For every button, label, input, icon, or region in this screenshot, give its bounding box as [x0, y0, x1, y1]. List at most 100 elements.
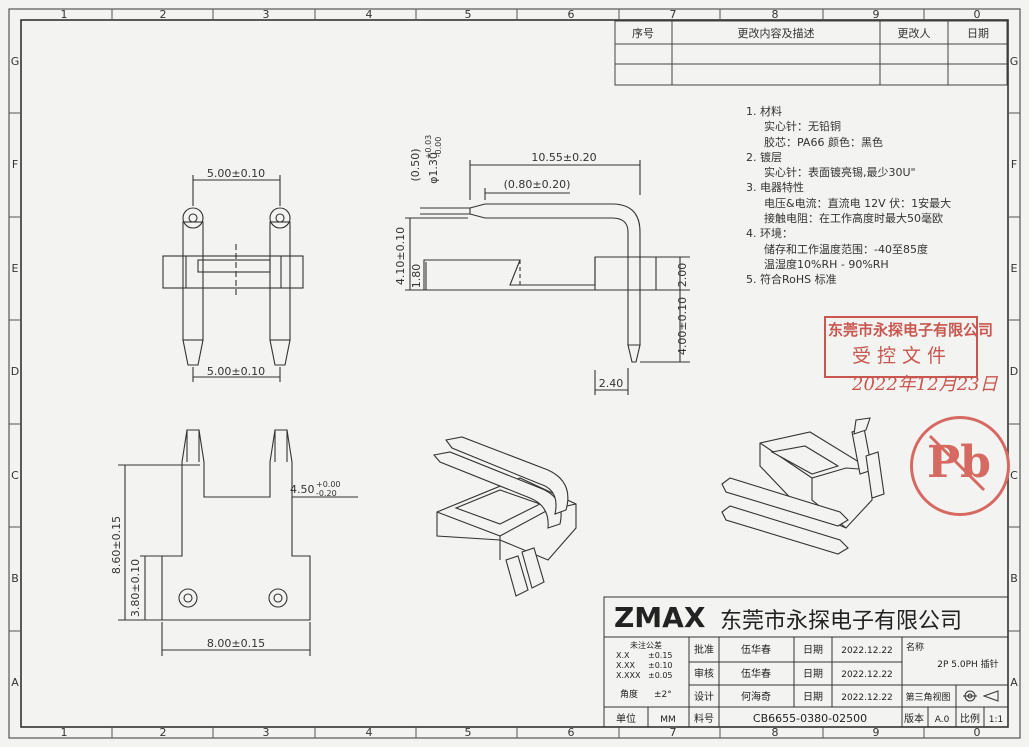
- design-label: 设计: [694, 690, 714, 703]
- col-label-top: 8: [772, 8, 779, 21]
- row-label-right: G: [1010, 55, 1019, 68]
- col-label-top: 1: [61, 8, 68, 21]
- row-label-left: F: [12, 158, 18, 171]
- note-line: 胶芯：PA66 颜色：黑色: [764, 135, 883, 149]
- note-line: 1. 材料: [746, 105, 782, 118]
- dim-side-h3: 2.00: [676, 263, 689, 288]
- tol-key: X.XX: [616, 661, 636, 670]
- stamp-company: 东莞市永探电子有限公司: [828, 321, 994, 339]
- dim-side-h4: 4.00±0.10: [676, 297, 689, 355]
- dim-side-dia-tol-dn: -0.00: [434, 137, 443, 158]
- scale-label: 比例: [960, 712, 980, 725]
- approve-label: 批准: [694, 643, 714, 656]
- brand-logo-text: ZMAX: [614, 601, 706, 634]
- unit-value: MM: [660, 715, 676, 725]
- row-label-right: B: [1010, 572, 1018, 585]
- rev-header-person: 更改人: [898, 26, 931, 40]
- row-label-left: G: [11, 55, 20, 68]
- dim-side-h2: 1.80: [410, 264, 423, 289]
- stamp-border: [824, 316, 978, 378]
- row-label-right: D: [1010, 365, 1018, 378]
- col-label-bottom: 6: [568, 726, 575, 739]
- date-label: 日期: [803, 644, 823, 656]
- outer-frame: [8, 8, 1021, 739]
- col-label-bottom: 8: [772, 726, 779, 739]
- col-label-bottom: 3: [263, 726, 270, 739]
- col-label-top: 7: [670, 8, 677, 21]
- note-line: 电压&电流：直流电 12V 伏：1安最大: [764, 196, 952, 210]
- front-view: [162, 175, 304, 382]
- row-label-left: B: [11, 572, 19, 585]
- note-line: 储存和工作温度范围：-40至85度: [764, 242, 928, 256]
- dim-side-paren: (0.50): [409, 148, 422, 181]
- row-label-left: C: [11, 469, 19, 482]
- dim-bottom-pin-tol-dn: -0.20: [316, 489, 337, 498]
- dim-front-top: 5.00±0.10: [207, 167, 265, 180]
- rev-header-date: 日期: [967, 27, 989, 40]
- rev-header-desc: 更改内容及描述: [738, 26, 815, 40]
- title-block: [603, 596, 1009, 728]
- column-ticks: [9, 9, 1020, 738]
- part-label: 料号: [694, 712, 714, 725]
- tolerance-title: 未注公差: [630, 640, 662, 650]
- date-check: 2022.12.22: [841, 670, 893, 680]
- tol-val: ±0.10: [648, 661, 673, 670]
- row-label-left: E: [12, 262, 19, 275]
- dim-bottom-w: 8.00±0.15: [207, 637, 265, 650]
- tol-val: ±0.05: [648, 671, 673, 680]
- unit-label: 单位: [616, 712, 636, 725]
- iso-view-left: [432, 436, 577, 597]
- scale-value: 1:1: [989, 715, 1003, 725]
- stamp-date: 2022年12月23日: [852, 374, 998, 395]
- date-design: 2022.12.22: [841, 693, 893, 703]
- rev-label: 版本: [904, 712, 924, 725]
- tol-key: X.XXX: [616, 671, 641, 680]
- dim-bottom-pin-tol-up: +0.00: [316, 480, 341, 489]
- company-name: 东莞市永探电子有限公司: [720, 609, 962, 634]
- row-label-right: A: [1010, 676, 1018, 689]
- col-label-bottom: 0: [974, 726, 981, 739]
- dim-side-offset: (0.80±0.20): [504, 178, 571, 191]
- stamp-title: 受控文件: [852, 345, 953, 367]
- tol-val: ±0.15: [648, 651, 673, 660]
- row-label-right: F: [1011, 158, 1017, 171]
- col-label-bottom: 2: [160, 726, 167, 739]
- col-label-bottom: 5: [465, 726, 472, 739]
- row-label-left: A: [11, 676, 19, 689]
- note-line: 实心针：表面镀亮锡,最少30U": [764, 166, 916, 180]
- date-label: 日期: [803, 668, 823, 680]
- check-name: 伍华春: [741, 667, 771, 680]
- dim-side-w: 2.40: [599, 377, 624, 390]
- date-approve: 2022.12.22: [841, 646, 893, 656]
- col-label-top: 5: [465, 8, 472, 21]
- note-line: 4. 环境：: [746, 227, 793, 241]
- name-value: 2P 5.0PH 插针: [937, 658, 998, 670]
- date-label: 日期: [803, 691, 823, 703]
- dim-bottom-h1: 8.60±0.15: [110, 516, 123, 574]
- dim-side-dia: φ1.30: [427, 152, 440, 184]
- angle-value: ±2°: [654, 690, 672, 700]
- col-label-top: 9: [873, 8, 880, 21]
- controlled-document-stamp: 东莞市永探电子有限公司 受控文件 2022年12月23日: [824, 316, 998, 400]
- name-label: 名称: [906, 641, 924, 653]
- col-label-top: 3: [263, 8, 270, 21]
- dim-side-h1: 4.10±0.10: [394, 227, 407, 285]
- bottom-view: [118, 429, 358, 656]
- revision-table: [614, 20, 1008, 86]
- pb-free-mark-icon: Pb: [910, 416, 1010, 516]
- note-line: 5. 符合RoHS 标准: [746, 273, 837, 287]
- view-label: 第三角视图: [905, 691, 950, 703]
- rev-value: A.0: [935, 715, 950, 725]
- note-line: 接触电阻：在工作高度时最大50毫欧: [764, 212, 943, 226]
- note-line: 2. 镀层: [746, 150, 782, 164]
- col-label-top: 6: [568, 8, 575, 21]
- note-line: 温湿度10%RH - 90%RH: [764, 257, 889, 271]
- dim-side-dia-tol-up: +0.03: [424, 135, 433, 160]
- col-label-bottom: 9: [873, 726, 880, 739]
- note-line: 3. 电器特性: [746, 181, 804, 195]
- design-name: 何海奇: [741, 690, 771, 703]
- col-label-bottom: 7: [670, 726, 677, 739]
- pb-strike-line: [928, 434, 986, 492]
- approve-name: 伍华春: [741, 643, 771, 656]
